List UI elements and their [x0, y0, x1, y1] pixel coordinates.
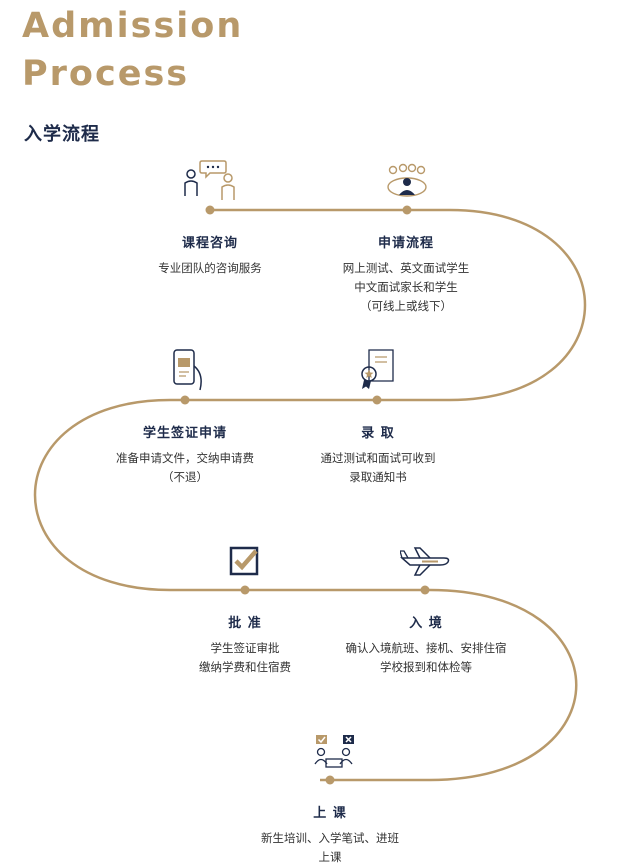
- step-title: 录 取: [361, 426, 395, 441]
- consultation-icon: [184, 160, 235, 200]
- page-title: Admission Process: [22, 2, 243, 98]
- step-description: 学校报到和体检等: [380, 660, 472, 674]
- checkbox-icon: [229, 546, 259, 576]
- step-application: 申请流程 网上测试、英文面试学生 中文面试家长和学生 （可线上或线下）: [296, 232, 516, 316]
- step-title: 课程咨询: [181, 236, 238, 251]
- step-description: 缴纳学费和住宿费: [199, 660, 291, 674]
- step-description: 新生培训、入学笔试、进班: [261, 831, 399, 845]
- step-description: （可线上或线下）: [360, 299, 452, 313]
- step-description: 准备申请文件，交纳申请费: [116, 451, 254, 465]
- step-title: 批 准: [228, 616, 262, 631]
- step-approval: 批 准 学生签证审批 缴纳学费和住宿费: [135, 612, 355, 677]
- step-entry: 入 境 确认入境航班、接机、安排住宿 学校报到和体检等: [316, 612, 536, 677]
- step-description: 通过测试和面试可收到: [320, 451, 436, 465]
- group-meeting-icon: [387, 163, 427, 197]
- step-dot-4: [372, 395, 382, 405]
- step-description: 网上测试、英文面试学生: [342, 261, 470, 275]
- step-description: 上课: [318, 850, 342, 864]
- step-classes: 上 课 新生培训、入学笔试、进班 上课: [220, 802, 440, 867]
- step-title: 学生签证申请: [142, 426, 227, 441]
- step-admission: 录 取 通过测试和面试可收到 录取通知书: [268, 422, 488, 487]
- step-title: 申请流程: [377, 236, 434, 251]
- phone-application-icon: [173, 349, 202, 391]
- title-line-2: Process: [22, 54, 190, 94]
- step-description: 学生签证审批: [210, 641, 280, 655]
- step-title: 上 课: [313, 806, 347, 821]
- step-dot-1: [205, 205, 215, 215]
- page-subtitle: 入学流程: [24, 124, 100, 145]
- step-dot-6: [420, 585, 430, 595]
- title-line-1: Admission: [22, 6, 244, 46]
- step-dot-5: [240, 585, 250, 595]
- step-description: 确认入境航班、接机、安排住宿: [345, 641, 507, 655]
- step-visa-application: 学生签证申请 准备申请文件，交纳申请费 （不退）: [75, 422, 295, 487]
- class-icon: [314, 735, 354, 768]
- step-description: 专业团队的咨询服务: [158, 261, 262, 275]
- certificate-icon: [361, 349, 394, 389]
- step-title: 入 境: [409, 616, 443, 631]
- step-description: 录取通知书: [349, 470, 407, 484]
- step-dot-3: [180, 395, 190, 405]
- step-dot-2: [402, 205, 412, 215]
- step-consultation: 课程咨询 专业团队的咨询服务: [100, 232, 320, 278]
- step-dot-7: [325, 775, 335, 785]
- step-description: 中文面试家长和学生: [354, 280, 458, 294]
- airplane-icon: [400, 547, 450, 576]
- step-description: （不退）: [162, 470, 208, 484]
